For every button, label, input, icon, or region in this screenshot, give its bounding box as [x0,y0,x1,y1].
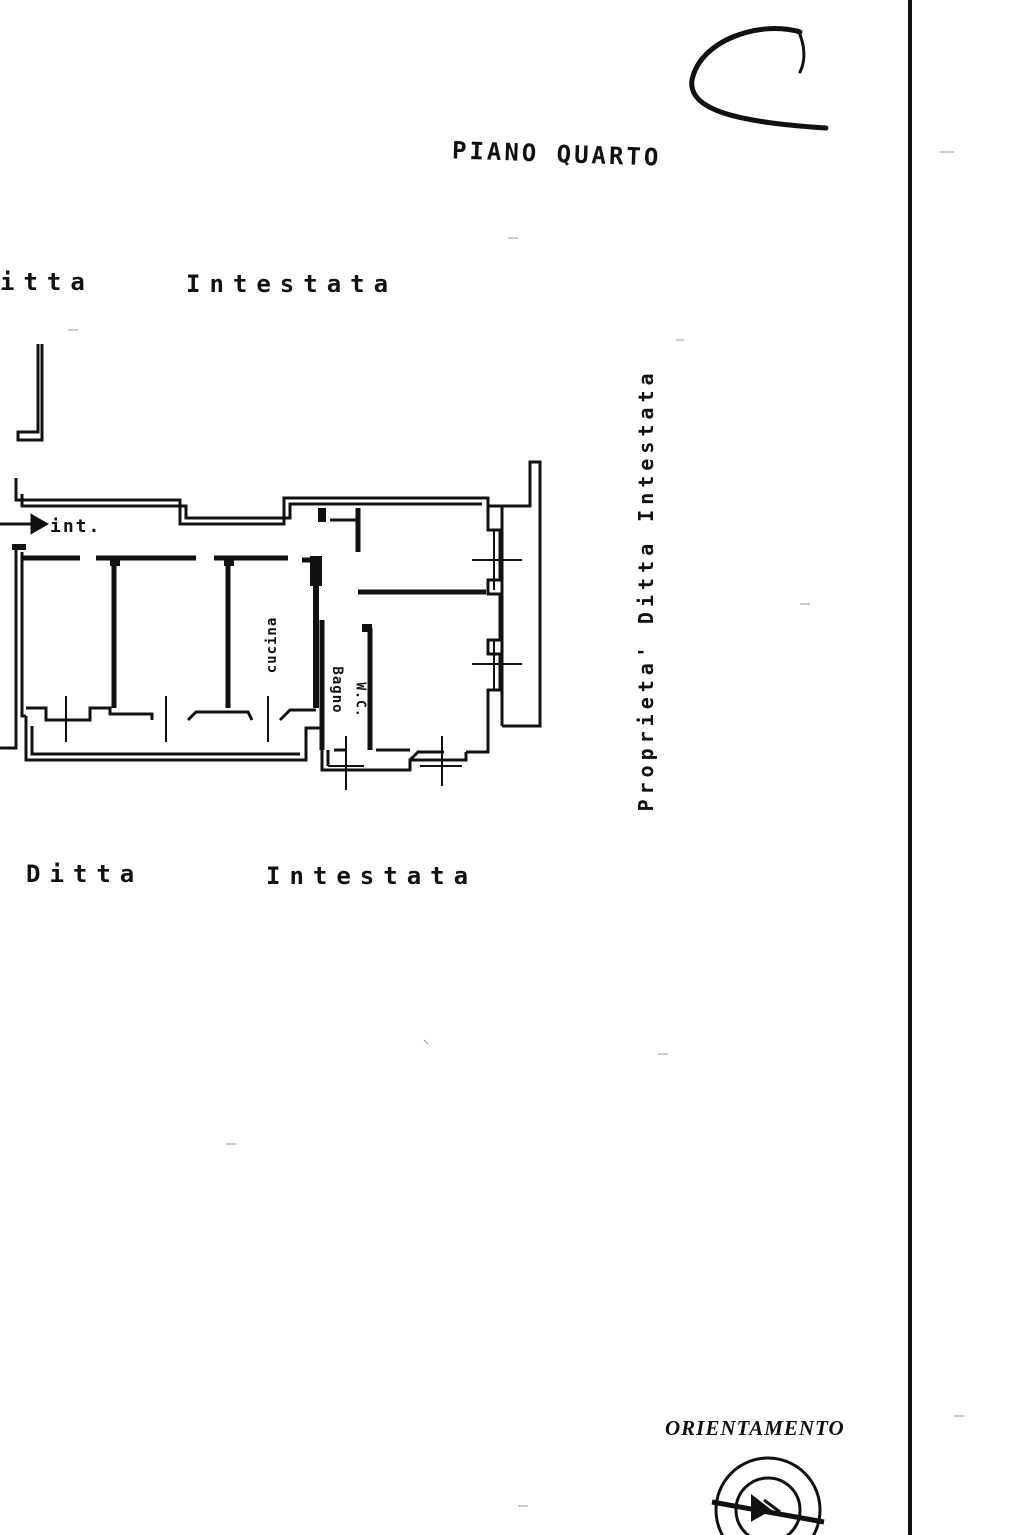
neighbor-label-bottom-left: Ditta [26,860,144,888]
scan-specks [68,151,964,1507]
room-label-wc: W.C. [352,682,368,718]
page-frame-line [908,0,912,1535]
neighbor-label-top-right: Intestata [186,270,398,298]
door-jambs [12,508,372,632]
neighbor-wall-upper [16,344,44,442]
handwritten-mark [689,26,829,131]
window-sills [26,706,444,762]
compass-rose-icon [711,1456,825,1535]
neighbor-label-top-left: itta [0,268,94,296]
interior-walls [22,508,486,750]
neighbor-label-side: Proprieta' Ditta Intestata [634,368,658,812]
entrance-arrow-icon [0,513,50,535]
room-label-bathroom: Bagno [329,666,345,714]
entrance-label: int. [50,516,102,537]
neighbor-label-bottom-right: Intestata [266,862,478,890]
orientation-label: ORIENTAMENTO [665,1416,845,1440]
outer-wall [0,460,542,772]
window-marks [65,530,522,790]
room-label-kitchen: cucina [264,616,280,674]
